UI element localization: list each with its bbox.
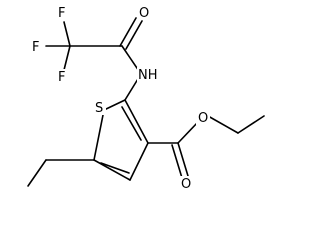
atom-s: S bbox=[95, 101, 103, 116]
bond-cf3-f-bottom bbox=[63, 45, 71, 71]
bond-ester-co-1 bbox=[177, 142, 189, 177]
bond-ch2-ch3 bbox=[27, 159, 47, 187]
bond-c4-c3 bbox=[129, 142, 149, 181]
atom-o-amide: O bbox=[139, 6, 149, 21]
bond-o-ch2 bbox=[207, 115, 239, 134]
atom-f-left: F bbox=[32, 40, 39, 55]
bond-c5-c4 bbox=[93, 159, 131, 181]
atom-o-ester-carbonyl: O bbox=[181, 177, 191, 192]
bonds bbox=[27, 17, 265, 187]
atom-o-ester-ether: O bbox=[198, 111, 208, 126]
bond-cf3-f-top bbox=[63, 21, 71, 47]
bond-c3-c2-double bbox=[121, 106, 142, 141]
bond-ester-c-o bbox=[177, 121, 199, 144]
bond-ch2-ch3-ester bbox=[237, 115, 265, 134]
atom-nh: NH bbox=[138, 68, 158, 83]
bond-c5-c4-double bbox=[100, 162, 130, 174]
bond-s-c5 bbox=[93, 109, 105, 161]
molecule-structure: F F F O NH S O O bbox=[27, 5, 265, 192]
bond-c2-s bbox=[103, 99, 126, 111]
bond-amide-co-1 bbox=[119, 17, 137, 47]
atom-f-top: F bbox=[58, 6, 65, 21]
bond-amide-co-2 bbox=[125, 20, 143, 50]
bond-ester-co-2 bbox=[171, 144, 183, 179]
bond-c3-c2 bbox=[124, 99, 149, 144]
atom-f-bottom: F bbox=[58, 70, 65, 85]
atom-labels: F F F O NH S O O bbox=[30, 5, 210, 192]
